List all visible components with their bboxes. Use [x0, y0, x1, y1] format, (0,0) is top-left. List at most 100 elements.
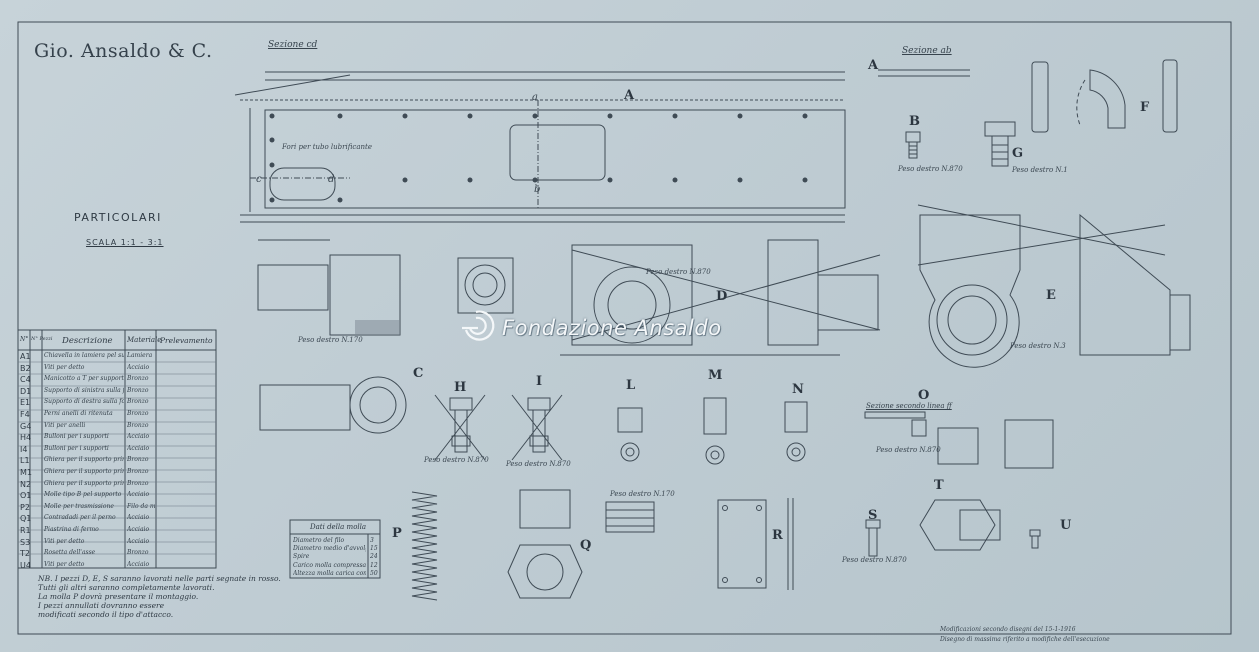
part-a-holes — [269, 113, 808, 203]
parts-row-material: Filo da molla — [127, 502, 155, 510]
parts-row-code: L1 — [20, 456, 30, 466]
note-line: NB. I pezzi D, E, S saranno lavorati nel… — [38, 574, 281, 583]
parts-row-material: Acciaio — [127, 537, 150, 545]
spring-row-value: 3 — [370, 537, 374, 544]
watermark: Fondazione Ansaldo — [462, 308, 722, 348]
letter-o: O — [918, 388, 930, 403]
section-cd-label: Sezione cd — [268, 40, 318, 50]
part-s-screw — [865, 519, 881, 557]
parts-row-code: A1 — [20, 352, 31, 361]
section-mark-b: b — [534, 184, 541, 195]
letter-b: B — [909, 114, 920, 129]
note-line: modificati secondo il tipo d'attacco. — [38, 610, 174, 619]
parts-row-description: Supporto di sinistra sulla forcella — [44, 386, 124, 394]
section-o-label: Sezione secondo linea ff — [866, 402, 952, 410]
parts-row-code: Q1 — [20, 514, 32, 524]
spring-table-title: Dati della molla — [310, 523, 367, 531]
parts-row-description: Ghiera per il supporto principale — [44, 479, 124, 487]
letter-g: G — [1012, 146, 1024, 161]
parts-row-description: Perni anelli di ritenuta — [44, 410, 113, 417]
parts-row-description: Rosetta dell'asse — [44, 549, 96, 557]
letter-p: P — [392, 526, 402, 541]
parts-row-material: Bronzo — [127, 479, 149, 487]
header-pieces: N° Pezzi — [31, 336, 53, 342]
weight-e: Peso destro N.3 — [1010, 342, 1066, 350]
part-a-plate — [234, 71, 846, 223]
part-r-plate — [717, 498, 794, 590]
parts-row-code: U4 — [20, 560, 31, 570]
spring-row-value: 15 — [370, 545, 378, 553]
letter-a-main: A — [624, 88, 635, 103]
part-b-screw — [905, 131, 921, 159]
part-l-bushing — [617, 407, 643, 462]
parts-row-material: Bronzo — [127, 468, 149, 475]
parts-row-material: Acciaio — [127, 526, 150, 533]
parts-row-material: Acciaio — [127, 560, 150, 568]
parts-row-code: D1 — [20, 386, 32, 396]
weight-t: Peso destro N.870 — [876, 446, 941, 454]
parts-row-description: Molle tipo B pel supporto — [44, 491, 122, 499]
parts-row-description: Contradadi per il perno — [44, 514, 116, 522]
spring-row-label: Spire — [293, 553, 310, 561]
parts-row-code: H4 — [20, 433, 32, 443]
parts-row-description: Ghiera per il supporto principale — [44, 456, 124, 464]
header-description: Descrizione — [62, 336, 113, 346]
letter-l: L — [626, 378, 636, 393]
parts-row-code: C4 — [20, 375, 31, 385]
spring-table-frame — [289, 519, 381, 579]
part-g-bolt — [984, 121, 1016, 167]
parts-row-material: Lamiera — [127, 352, 153, 359]
parts-row-description: Bulloni per i supporti — [44, 444, 109, 452]
bore-annotation: Fori per tubo lubrificante — [282, 143, 372, 151]
parts-row-code: G4 — [20, 421, 32, 431]
parts-row-description: Viti per anelli — [44, 421, 86, 429]
letter-e: E — [1046, 288, 1056, 303]
parts-row-description: Viti per detto — [44, 560, 85, 568]
parts-row-material: Bronzo — [127, 421, 149, 429]
parts-row-code: P2 — [20, 502, 30, 512]
drawing-scale: SCALA 1:1 - 3:1 — [86, 238, 164, 247]
weight-q: Peso destro N.170 — [610, 490, 675, 498]
section-mark-a: a — [532, 92, 538, 103]
letter-n: N — [792, 382, 804, 397]
weight-b: Peso destro N.870 — [898, 165, 963, 173]
parts-row-description: Molle per trasmissione — [44, 502, 114, 510]
parts-row-material: Acciaio — [127, 514, 150, 522]
border-frame — [17, 21, 1232, 635]
part-h-bolt — [434, 394, 486, 461]
note-line: I pezzi annullati dovranno essere — [38, 601, 165, 610]
parts-row-code: I4 — [20, 444, 28, 454]
part-t-washer — [919, 499, 1001, 551]
header-withdrawal: Prelevamento — [160, 336, 213, 345]
parts-row-description: Piastrina di fermo — [44, 526, 99, 533]
parts-row-material: Acciaio — [127, 433, 150, 441]
letter-f: F — [1140, 100, 1150, 115]
part-p-spring — [411, 491, 438, 601]
part-o-detail — [864, 411, 1054, 469]
spring-row-label: Diametro del filo — [293, 537, 345, 544]
letter-q: Q — [580, 538, 592, 553]
part-i-bolt — [511, 394, 563, 461]
section-mark-d: d — [328, 174, 335, 185]
letter-a-section: A — [868, 58, 879, 73]
footer-note-1: Modificazioni secondo disegni del 15-1-1… — [940, 626, 1076, 633]
letter-t: T — [934, 478, 944, 493]
parts-row-material: Bronzo — [127, 386, 149, 394]
parts-row-code: M1 — [20, 468, 32, 477]
spring-row-value: 50 — [370, 569, 378, 577]
note-line: Tutti gli altri saranno completamente la… — [38, 583, 215, 592]
spring-row-label: Altezza molla carica compressa — [293, 569, 366, 577]
spring-row-label: Carico molla compressa — [293, 561, 366, 569]
spring-row-label: Diametro medio d'avvolgimento — [293, 545, 366, 553]
parts-table-frame — [17, 329, 217, 569]
spring-row-value: 12 — [370, 561, 378, 569]
letter-r: R — [772, 528, 783, 543]
parts-row-code: S3 — [20, 537, 31, 547]
company-name: Gio. Ansaldo & C. — [34, 40, 213, 62]
parts-row-material: Bronzo — [127, 456, 149, 464]
weight-c: Peso destro N.170 — [298, 336, 363, 344]
parts-row-material: Acciaio — [127, 491, 150, 499]
part-u-screw — [1029, 529, 1041, 549]
